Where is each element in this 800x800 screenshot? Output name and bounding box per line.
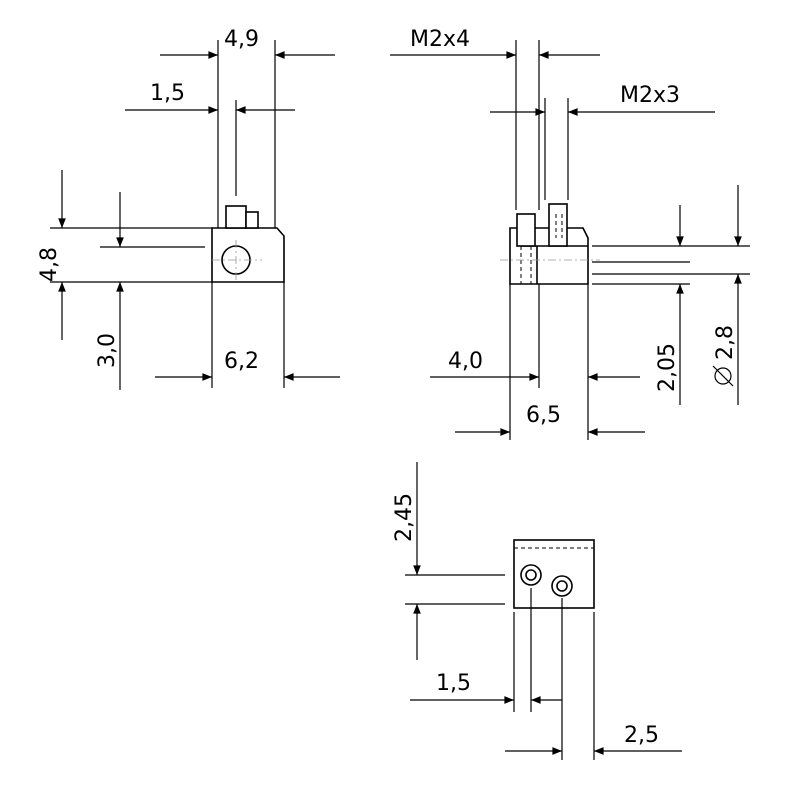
dim-bottom-offset-b: 2,5 bbox=[624, 723, 659, 748]
dim-left-offset: 3,0 bbox=[95, 333, 120, 368]
dim-left-height: 4,8 bbox=[37, 247, 62, 282]
dim-top-offset: 1,5 bbox=[150, 81, 185, 106]
top-view-body bbox=[513, 539, 595, 609]
dim-thread-a: M2x4 bbox=[410, 27, 470, 52]
dim-bore-diameter: 2,8 bbox=[713, 325, 738, 360]
front-view-body bbox=[211, 227, 285, 283]
dim-right-width: 6,5 bbox=[526, 403, 561, 428]
front-view-screw bbox=[225, 205, 247, 229]
dim-top-width: 4,9 bbox=[224, 27, 259, 52]
side-view-screw-a bbox=[516, 213, 536, 247]
diameter-icon bbox=[712, 365, 734, 387]
side-view: M2x4 M2x3 2,05 2,8 4,0 6,5 bbox=[390, 27, 750, 440]
front-view: 4,9 1,5 4,8 3,0 6,2 bbox=[37, 27, 340, 390]
dim-thread-b: M2x3 bbox=[620, 83, 680, 108]
dim-bottom-height: 2,45 bbox=[392, 493, 417, 542]
side-view-screw-b bbox=[548, 203, 568, 247]
dim-right-offset: 4,0 bbox=[448, 349, 483, 374]
top-view-screw-a bbox=[520, 564, 542, 586]
dim-bore-offset: 2,05 bbox=[655, 343, 680, 392]
top-view: 2,45 1,5 2,5 bbox=[392, 462, 682, 760]
dim-base-width: 6,2 bbox=[224, 349, 259, 374]
front-view-screw-small bbox=[245, 211, 259, 229]
dim-bottom-offset-a: 1,5 bbox=[436, 671, 471, 696]
top-view-screw-b bbox=[551, 575, 573, 597]
